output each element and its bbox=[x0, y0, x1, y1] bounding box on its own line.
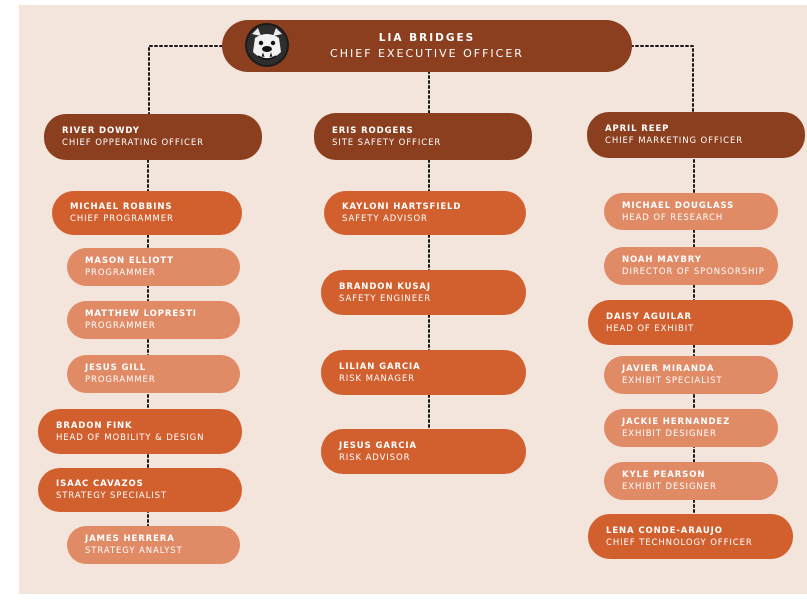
member-node: MASON ELLIOTT PROGRAMMER bbox=[67, 248, 240, 286]
member-name: MASON ELLIOTT bbox=[85, 256, 174, 266]
ceo-name: LIA BRIDGES bbox=[378, 32, 476, 44]
member-name: LENA CONDE-ARAUJO bbox=[606, 525, 723, 536]
executive-node-sso: ERIS RODGERS SITE SAFETY OFFICER bbox=[314, 113, 532, 160]
member-node: JACKIE HERNANDEZ EXHIBIT DESIGNER bbox=[604, 409, 778, 447]
member-title: EXHIBIT DESIGNER bbox=[622, 429, 717, 439]
executive-title: CHIEF OPPERATING OFFICER bbox=[62, 138, 204, 148]
ceo-node: LIA BRIDGES CHIEF EXECUTIVE OFFICER bbox=[222, 20, 632, 72]
member-title: CHIEF PROGRAMMER bbox=[70, 214, 174, 224]
executive-node-cmo: APRIL REEP CHIEF MARKETING OFFICER bbox=[587, 112, 805, 158]
member-name: ISAAC CAVAZOS bbox=[56, 479, 144, 489]
member-title: EXHIBIT DESIGNER bbox=[622, 482, 717, 492]
member-node: DAISY AGUILAR HEAD OF EXHIBIT bbox=[588, 300, 793, 345]
member-title: HEAD OF MOBILITY & DESIGN bbox=[56, 432, 205, 443]
member-title: STRATEGY ANALYST bbox=[85, 546, 183, 556]
member-name: NOAH MAYBRY bbox=[622, 255, 702, 265]
member-name: KAYLONI HARTSFIELD bbox=[342, 202, 462, 212]
ceo-title: CHIEF EXECUTIVE OFFICER bbox=[330, 47, 524, 60]
executive-title: CHIEF MARKETING OFFICER bbox=[605, 136, 744, 146]
executive-name: RIVER DOWDY bbox=[62, 126, 140, 136]
member-node: MICHAEL DOUGLASS HEAD OF RESEARCH bbox=[604, 193, 778, 230]
connector-ceo-cmo bbox=[630, 45, 694, 113]
member-name: JACKIE HERNANDEZ bbox=[622, 417, 731, 427]
member-node: BRADON FINK HEAD OF MOBILITY & DESIGN bbox=[38, 409, 242, 454]
member-node: LILIAN GARCIA RISK MANAGER bbox=[321, 350, 526, 395]
member-name: KYLE PEARSON bbox=[622, 470, 706, 480]
member-title: HEAD OF RESEARCH bbox=[622, 212, 724, 223]
executive-name: ERIS RODGERS bbox=[332, 125, 414, 136]
connector-ceo-coo bbox=[148, 45, 223, 115]
member-name: JESUS GARCIA bbox=[339, 440, 417, 451]
member-node: NOAH MAYBRY DIRECTOR OF SPONSORSHIP bbox=[604, 247, 778, 285]
member-node: LENA CONDE-ARAUJO CHIEF TECHNOLOGY OFFIC… bbox=[588, 514, 793, 559]
member-name: JAVIER MIRANDA bbox=[622, 364, 715, 374]
member-title: CHIEF TECHNOLOGY OFFICER bbox=[606, 537, 753, 548]
member-node: MICHAEL ROBBINS CHIEF PROGRAMMER bbox=[52, 191, 242, 235]
member-title: SAFETY ADVISOR bbox=[342, 214, 428, 224]
member-node: BRANDON KUSAJ SAFETY ENGINEER bbox=[321, 270, 526, 315]
member-name: MATTHEW LOPRESTI bbox=[85, 309, 197, 319]
executive-title: SITE SAFETY OFFICER bbox=[332, 137, 442, 148]
member-title: RISK ADVISOR bbox=[339, 452, 411, 463]
member-node: JAVIER MIRANDA EXHIBIT SPECIALIST bbox=[604, 356, 778, 394]
member-node: JESUS GARCIA RISK ADVISOR bbox=[321, 429, 526, 474]
member-title: PROGRAMMER bbox=[85, 268, 156, 278]
member-title: PROGRAMMER bbox=[85, 321, 156, 331]
member-node: JESUS GILL PROGRAMMER bbox=[67, 355, 240, 393]
member-name: BRADON FINK bbox=[56, 420, 133, 431]
member-title: SAFETY ENGINEER bbox=[339, 293, 432, 304]
member-node: KYLE PEARSON EXHIBIT DESIGNER bbox=[604, 462, 778, 500]
member-node: ISAAC CAVAZOS STRATEGY SPECIALIST bbox=[38, 468, 242, 512]
member-title: PROGRAMMER bbox=[85, 375, 156, 385]
executive-node-coo: RIVER DOWDY CHIEF OPPERATING OFFICER bbox=[44, 114, 262, 160]
member-title: DIRECTOR OF SPONSORSHIP bbox=[622, 267, 765, 277]
member-title: HEAD OF EXHIBIT bbox=[606, 323, 695, 334]
bulldog-head-icon bbox=[245, 23, 289, 67]
member-name: DAISY AGUILAR bbox=[606, 311, 692, 322]
member-node: KAYLONI HARTSFIELD SAFETY ADVISOR bbox=[324, 191, 526, 235]
member-name: JAMES HERRERA bbox=[85, 534, 175, 544]
executive-name: APRIL REEP bbox=[605, 124, 670, 134]
member-title: EXHIBIT SPECIALIST bbox=[622, 376, 723, 386]
member-name: LILIAN GARCIA bbox=[339, 361, 421, 372]
member-name: MICHAEL ROBBINS bbox=[70, 202, 173, 212]
member-title: RISK MANAGER bbox=[339, 373, 415, 384]
member-title: STRATEGY SPECIALIST bbox=[56, 491, 168, 501]
member-name: MICHAEL DOUGLASS bbox=[622, 200, 735, 211]
member-name: JESUS GILL bbox=[85, 363, 147, 373]
member-name: BRANDON KUSAJ bbox=[339, 281, 431, 292]
member-node: MATTHEW LOPRESTI PROGRAMMER bbox=[67, 301, 240, 339]
member-node: JAMES HERRERA STRATEGY ANALYST bbox=[67, 526, 240, 564]
